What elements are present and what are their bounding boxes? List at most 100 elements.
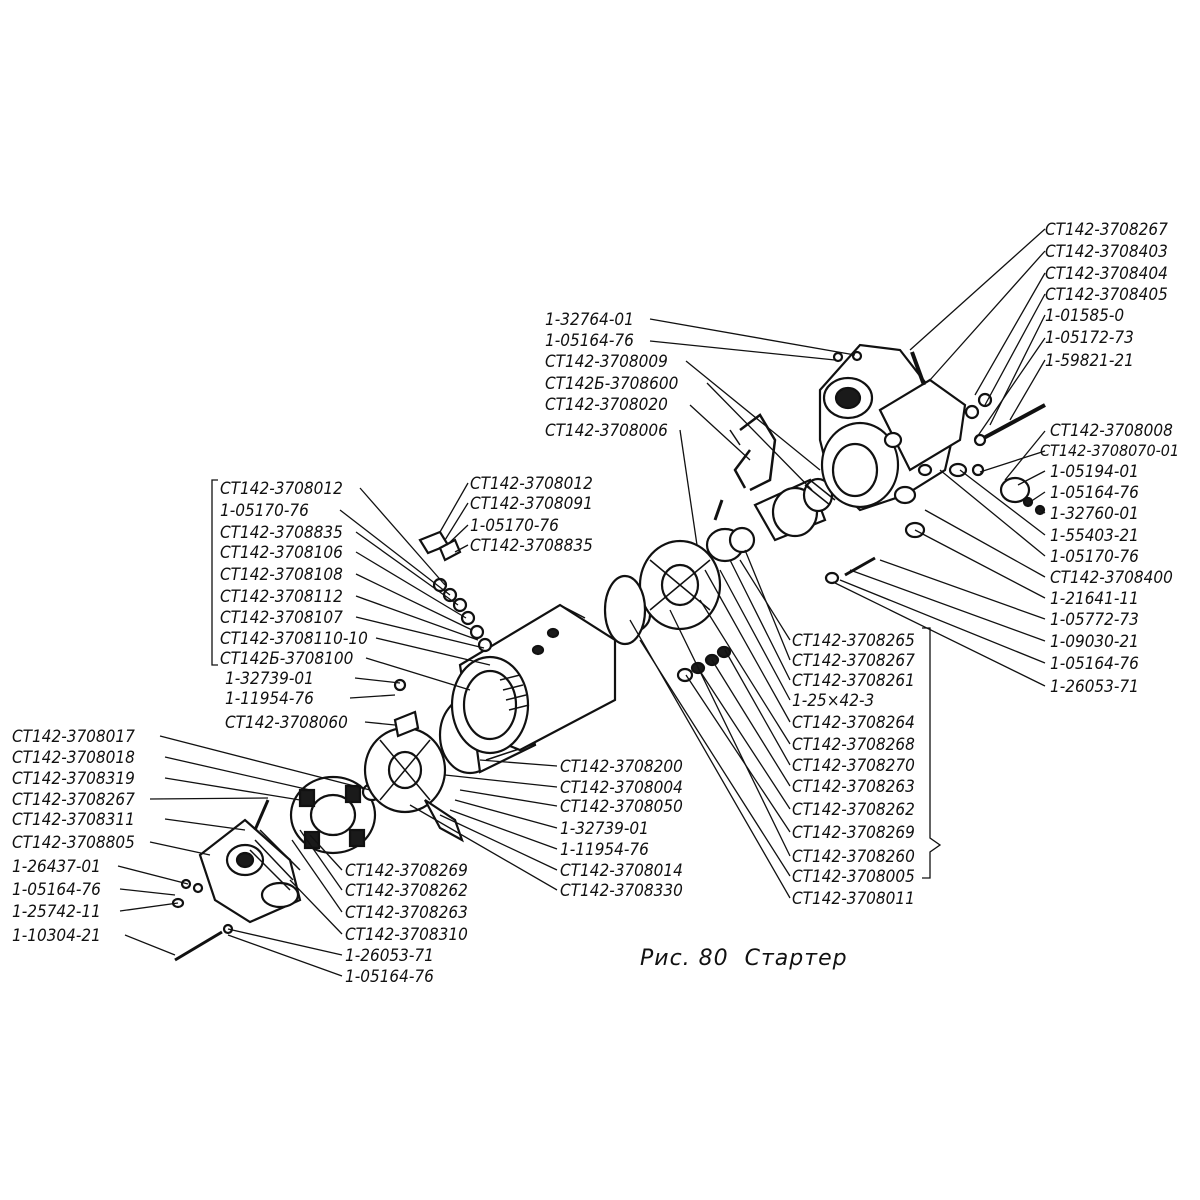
label: СТ142-3708263: [792, 777, 915, 797]
label: 1-05164-76: [1050, 483, 1139, 503]
label: СТ142-3708311: [12, 810, 135, 830]
label: СТ142-3708403: [1045, 242, 1168, 262]
labels-left-single: 1-32739-01 1-11954-76 СТ142-3708060: [225, 669, 348, 733]
labels-right-middle: СТ142-3708008 СТ142-3708070-01 1-05194-0…: [1040, 421, 1179, 697]
label: СТ142-3708263: [345, 903, 468, 923]
labels-top-right: СТ142-3708267 СТ142-3708403 СТ142-370840…: [1045, 220, 1168, 371]
label: СТ142-3708835: [470, 536, 593, 556]
label: СТ142-3708106: [220, 543, 343, 563]
label: СТ142-3708018: [12, 748, 135, 768]
label: СТ142-3708267: [12, 790, 135, 810]
leader-lines: [117, 228, 1046, 977]
label: 1-05164-76: [545, 331, 634, 351]
label: СТ142-3708112: [220, 587, 343, 607]
label: СТ142-3708805: [12, 833, 135, 853]
label: СТ142-3708012: [220, 479, 343, 499]
label: СТ142-3708261: [792, 671, 915, 691]
label: СТ142-3708835: [220, 523, 343, 543]
label: СТ142-3708014: [560, 861, 683, 881]
overrunning-clutch: [705, 477, 836, 563]
label: 1-26053-71: [1050, 677, 1139, 697]
labels-lower-center: СТ142-3708200 СТ142-3708004 СТ142-370805…: [560, 757, 683, 901]
label: 1-05170-76: [220, 501, 309, 521]
label: СТ142-3708011: [792, 889, 915, 909]
label: СТ142-3708264: [792, 713, 915, 733]
label: 1-01585-0: [1045, 306, 1124, 326]
label: СТ142-3708200: [560, 757, 683, 777]
label: 1-32760-01: [1050, 504, 1139, 524]
label: СТ142-3708050: [560, 797, 683, 817]
label: СТ142-3708269: [792, 823, 915, 843]
parts-drawing: [171, 343, 1046, 962]
label: 1-05170-76: [1050, 547, 1139, 567]
label: 1-26437-01: [12, 857, 101, 877]
label: СТ142-3708404: [1045, 264, 1168, 284]
label: СТ142Б-3708100: [220, 649, 353, 669]
label: 1-05772-73: [1050, 610, 1139, 630]
front-housing: [818, 343, 967, 512]
label: СТ142-3708269: [345, 861, 468, 881]
label: СТ142-3708006: [545, 421, 668, 441]
shift-lever: [713, 413, 777, 521]
stator-housing: [450, 603, 617, 755]
label: 1-05164-76: [345, 967, 434, 987]
label: 1-10304-21: [12, 926, 101, 946]
label: СТ142Б-3708600: [545, 374, 678, 394]
label: 1-55403-21: [1050, 526, 1139, 546]
label: 1-05172-73: [1045, 328, 1134, 348]
label: СТ142-3708405: [1045, 285, 1168, 305]
label: СТ142-3708020: [545, 395, 668, 415]
drive-housing: [603, 539, 722, 646]
label: СТ142-3708108: [220, 565, 343, 585]
label: СТ142-3708330: [560, 881, 683, 901]
end-plate: [363, 678, 464, 843]
label: СТ142-3708004: [560, 778, 683, 798]
labels-top-center: 1-32764-01 1-05164-76 СТ142-3708009 СТ14…: [545, 310, 678, 441]
label: СТ142-3708091: [470, 494, 593, 514]
label: СТ142-3708107: [220, 608, 343, 628]
label: СТ142-3708265: [792, 631, 915, 651]
label: 1-25×42-3: [792, 691, 874, 711]
brush-holder: [289, 775, 383, 855]
label: 1-05164-76: [1050, 654, 1139, 674]
labels-lower-center-right: СТ142-3708265 СТ142-3708267 СТ142-370826…: [792, 631, 915, 909]
label: 1-59821-21: [1045, 351, 1134, 371]
labels-bottom-center: СТ142-3708269 СТ142-3708262 СТ142-370826…: [345, 861, 468, 987]
label: 1-32739-01: [560, 819, 649, 839]
label: 1-25742-11: [12, 902, 101, 922]
labels-bottom-left: СТ142-3708017 СТ142-3708018 СТ142-370831…: [12, 727, 135, 946]
label: 1-32739-01: [225, 669, 314, 689]
label: СТ142-3708009: [545, 352, 668, 372]
label: СТ142-3708270: [792, 756, 915, 776]
label: 1-11954-76: [560, 840, 649, 860]
label: СТ142-3708008: [1050, 421, 1173, 441]
label: СТ142-3708110-10: [220, 629, 368, 649]
label: СТ142-3708319: [12, 769, 135, 789]
label: 1-05170-76: [470, 516, 559, 536]
label: СТ142-3708400: [1050, 568, 1173, 588]
label: 1-32764-01: [545, 310, 634, 330]
label: СТ142-3708012: [470, 474, 593, 494]
label: 1-09030-21: [1050, 632, 1139, 652]
label: СТ142-3708267: [1045, 220, 1168, 240]
label: 1-05194-01: [1050, 462, 1139, 482]
label: СТ142-3708267: [792, 651, 915, 671]
labels-center-pair: СТ142-3708012 СТ142-3708091 1-05170-76 С…: [470, 474, 593, 556]
label: СТ142-3708017: [12, 727, 135, 747]
label: СТ142-3708060: [225, 713, 348, 733]
label: 1-26053-71: [345, 946, 434, 966]
label: 1-21641-11: [1050, 589, 1139, 609]
label: СТ142-3708070-01: [1040, 441, 1179, 460]
rear-cover: [198, 799, 302, 924]
label: СТ142-3708268: [792, 735, 915, 755]
label: СТ142-3708262: [792, 800, 915, 820]
label: СТ142-3708005: [792, 867, 915, 887]
label: СТ142-3708262: [345, 881, 468, 901]
solenoid-fasteners: [824, 350, 1046, 585]
figure-caption: Рис. 80 Стартер: [640, 946, 848, 971]
label: СТ142-3708260: [792, 847, 915, 867]
label: 1-05164-76: [12, 880, 101, 900]
label: СТ142-3708310: [345, 925, 468, 945]
labels-left-group: СТ142-3708012 1-05170-76 СТ142-3708835 С…: [220, 479, 368, 669]
